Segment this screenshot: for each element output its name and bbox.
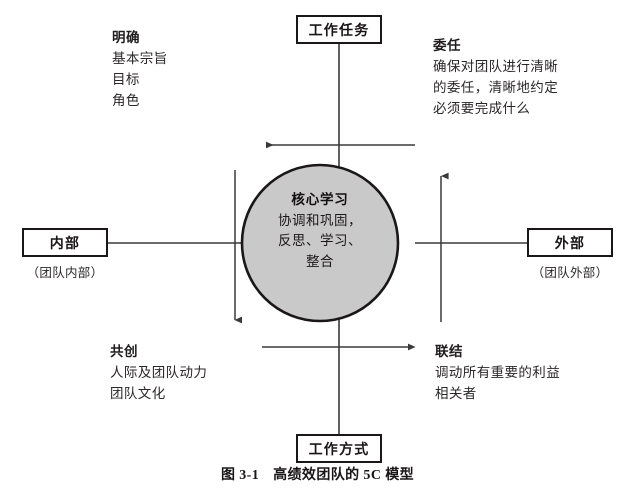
quadrant-top-left-title: 明确 (112, 30, 140, 45)
node-box-external[interactable]: 外部 (527, 228, 613, 257)
quadrant-bottom-right-line: 调动所有重要的利益 (435, 364, 561, 380)
quadrant-bottom-left-title: 共创 (110, 344, 138, 359)
quadrant-bottom-left-line: 团队文化 (110, 385, 166, 401)
quadrant-bottom-left-line: 人际及团队动力 (110, 364, 208, 380)
quadrant-top-left-line: 基本宗旨 (112, 50, 168, 66)
quadrant-bottom-left: 共创 人际及团队动力 团队文化 (110, 342, 207, 405)
node-box-work-method[interactable]: 工作方式 (296, 434, 382, 463)
quadrant-top-right-line: 确保对团队进行清晰 (433, 58, 559, 74)
figure-caption-title: 高绩效团队的 5C 模型 (273, 468, 415, 483)
node-box-internal-label: 内部 (49, 234, 81, 251)
quadrant-top-right: 委任 确保对团队进行清晰 的委任，清晰地约定 必须要完成什么 (433, 36, 558, 120)
node-sublabel-external: （团队外部） (531, 266, 609, 280)
core-learning-circle (240, 163, 400, 323)
quadrant-top-left: 明确 基本宗旨 目标 角色 (112, 28, 168, 112)
quadrant-top-right-line: 的委任，清晰地约定 (433, 79, 559, 95)
node-box-work-task-label: 工作任务 (308, 21, 370, 38)
quadrant-bottom-right-title: 联结 (435, 344, 463, 359)
quadrant-bottom-right-line: 相关者 (435, 385, 477, 401)
node-box-work-method-label: 工作方式 (308, 440, 370, 457)
quadrant-top-left-line: 目标 (112, 71, 140, 87)
figure-caption-number: 图 3-1 (220, 468, 260, 483)
quadrant-top-right-title: 委任 (433, 38, 461, 53)
node-box-external-label: 外部 (554, 234, 586, 251)
figure-caption: 图 3-1 高绩效团队的 5C 模型 (0, 464, 635, 484)
quadrant-top-left-line: 角色 (112, 92, 140, 108)
node-box-internal[interactable]: 内部 (22, 228, 108, 257)
quadrant-bottom-right: 联结 调动所有重要的利益 相关者 (435, 342, 560, 405)
quadrant-top-right-line: 必须要完成什么 (433, 100, 531, 116)
node-sublabel-internal: （团队内部） (26, 266, 104, 280)
node-box-work-task[interactable]: 工作任务 (296, 15, 382, 44)
